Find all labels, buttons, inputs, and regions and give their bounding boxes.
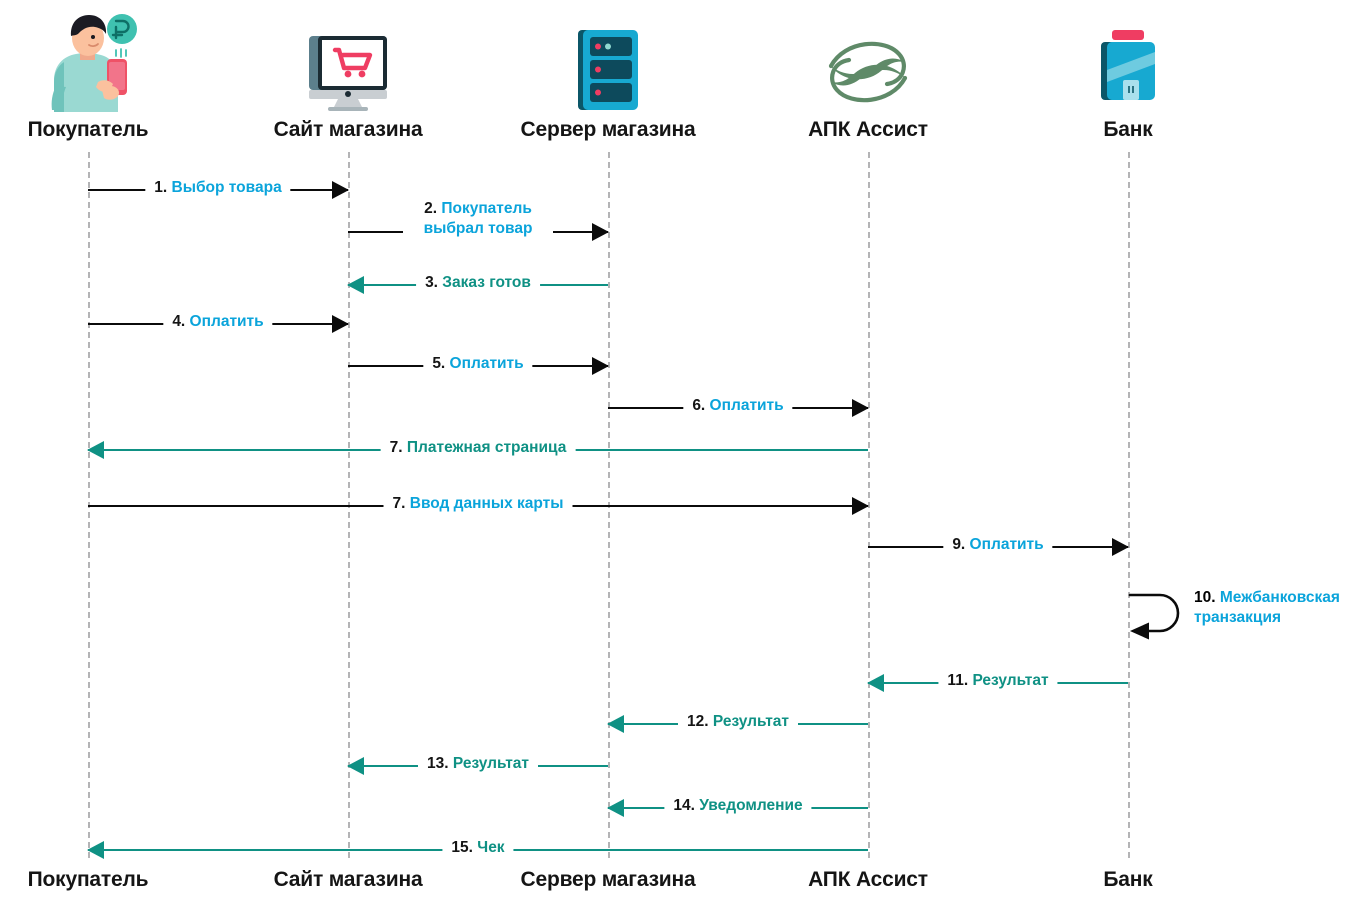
message-number: 2. [424,200,438,217]
message-number: 7. [389,439,403,456]
actor-header-server: Сервер магазина [498,8,718,142]
message-text: Оплатить [445,355,524,372]
actor-header-buyer: Покупатель [0,8,198,142]
message-number: 7. [392,495,406,512]
message-number: 13. [427,755,449,772]
arrowhead-icon [592,357,609,375]
message-text: Результат [448,755,529,772]
actor-footer-buyer: Покупатель [27,868,149,891]
arrowhead-icon [347,276,364,294]
message-text: Результат [968,672,1049,689]
message-number: 3. [425,274,438,291]
actor-header-assist: АПК Ассист [758,8,978,142]
actor-footer-bank: Банк [1103,868,1153,891]
arrowhead-icon [87,441,104,459]
self-message-text: Межбанковская транзакция [1194,589,1340,627]
message-label: 6. Оплатить [683,396,793,417]
arrowhead-icon [867,674,884,692]
arrowhead-icon [852,497,869,515]
actor-label-site: Сайт магазина [273,118,423,141]
message-text: Чек [472,839,505,856]
actor-label-buyer: Покупатель [27,118,149,141]
message-text: Результат [708,713,789,730]
message-text: Покупатель выбрал товар [423,200,533,238]
arrowhead-icon [607,715,624,733]
actor-label-server: Сервер магазина [520,118,696,141]
message-number: 9. [952,536,966,553]
actor-footer-site: Сайт магазина [273,868,423,891]
arrowhead-icon [592,223,609,241]
arrowhead-icon [332,315,349,333]
actor-header-bank: Банк [1018,8,1238,142]
message-label: 1. Выбор товара [145,178,291,199]
message-label: 11. Результат [938,671,1058,692]
assist-leaf-logo-icon [758,8,978,112]
lifeline-bank [1128,152,1130,858]
actor-label-assist: АПК Ассист [808,118,928,141]
message-text: Выбор товара [167,179,282,196]
arrowhead-icon [87,841,104,859]
message-number: 5. [432,355,446,372]
message-label: 14. Уведомление [664,796,812,817]
self-message-label: 10. Межбанковская транзакция [1194,588,1354,629]
person-with-phone-icon [0,8,198,112]
message-text: Оплатить [965,536,1044,553]
server-rack-icon [498,8,718,112]
message-label: 4. Оплатить [163,312,273,333]
self-message-number: 10. [1194,589,1216,606]
message-text: Оплатить [185,313,264,330]
message-number: 15. [451,839,473,856]
actor-header-site: Сайт магазина [238,8,458,142]
message-number: 14. [673,797,695,814]
arrowhead-icon [852,399,869,417]
actor-footer-server: Сервер магазина [520,868,696,891]
arrowhead-icon [1112,538,1129,556]
message-number: 6. [692,397,706,414]
arrowhead-icon [607,799,624,817]
message-label: 13. Результат [418,754,538,775]
message-number: 1. [154,179,168,196]
message-label: 2. Покупатель выбрал товар [403,199,553,240]
actor-label-bank: Банк [1103,118,1153,141]
message-text: Платежная страница [402,439,567,456]
message-number: 4. [172,313,186,330]
message-label: 5. Оплатить [423,354,533,375]
message-label: 15. Чек [442,838,514,859]
message-number: 11. [947,672,969,689]
message-text: Уведомление [694,797,803,814]
message-label: 3. Заказ готов [416,273,540,294]
lifeline-assist [868,152,870,858]
message-label: 12. Результат [678,712,798,733]
message-text: Ввод данных карты [405,495,564,512]
message-number: 12. [687,713,709,730]
monitor-cart-icon [238,8,458,112]
message-label: 9. Оплатить [943,535,1053,556]
arrowhead-icon [332,181,349,199]
message-label: 7. Ввод данных карты [383,494,573,515]
message-text: Оплатить [705,397,784,414]
arrowhead-icon [347,757,364,775]
message-text: Заказ готов [438,274,531,291]
bank-card-icon [1018,8,1238,112]
actor-footer-assist: АПК Ассист [808,868,928,891]
message-label: 7. Платежная страница [380,438,576,459]
